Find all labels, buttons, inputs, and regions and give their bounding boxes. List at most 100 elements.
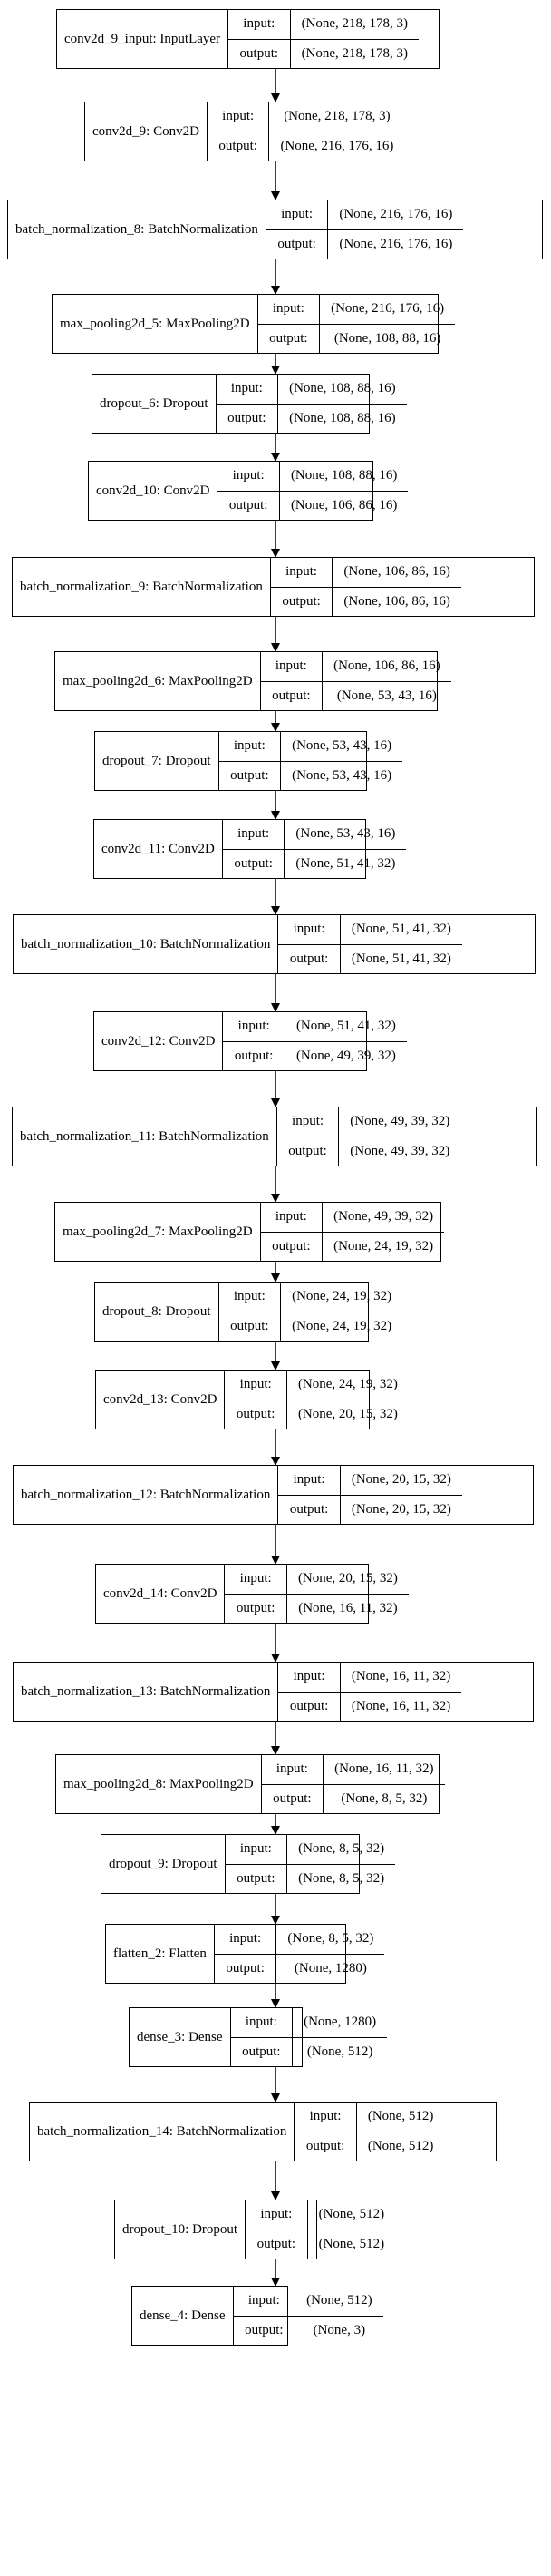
layer-input-row: input:(None, 24, 19, 32) xyxy=(225,1371,409,1400)
layer-input-row: input:(None, 8, 5, 32) xyxy=(215,1925,385,1954)
layer-output-row: output:(None, 216, 176, 16) xyxy=(266,229,464,259)
layer-input-label: input: xyxy=(258,295,321,324)
layer-input-row: input:(None, 108, 88, 16) xyxy=(218,462,408,491)
layer-output-shape: (None, 49, 39, 32) xyxy=(350,1143,450,1158)
layer-input-label: input: xyxy=(223,1012,285,1041)
layer-input-row: input:(None, 106, 86, 16) xyxy=(261,652,451,681)
layer-name: batch_normalization_9: BatchNormalizatio… xyxy=(13,558,271,616)
layer-name: conv2d_14: Conv2D xyxy=(96,1565,226,1623)
layer-input-label: input: xyxy=(225,1565,287,1594)
layer-output-shape: (None, 218, 178, 3) xyxy=(301,45,409,61)
layer-output-row: output:(None, 8, 5, 32) xyxy=(225,1863,396,1893)
layer-output-shape: (None, 51, 41, 32) xyxy=(351,951,451,966)
layer-output-label: output: xyxy=(217,404,279,433)
layer-output-label: output: xyxy=(225,1400,287,1429)
layer-output-shape: (None, 8, 5, 32) xyxy=(341,1791,428,1806)
layer-output-shape: (None, 53, 43, 16) xyxy=(292,767,392,783)
layer-ports: input:(None, 49, 39, 32)output:(None, 24… xyxy=(260,1203,445,1261)
layer-input-shape: (None, 106, 86, 16) xyxy=(334,659,440,674)
layer-ports: input:(None, 24, 19, 32)output:(None, 24… xyxy=(218,1283,403,1341)
layer-ports: input:(None, 8, 5, 32)output:(None, 1280… xyxy=(214,1925,385,1983)
layer-input-shape: (None, 512) xyxy=(306,2293,372,2308)
layer-name: max_pooling2d_6: MaxPooling2D xyxy=(55,652,261,710)
layer-input-shape: (None, 20, 15, 32) xyxy=(297,1571,398,1586)
layer-output-label: output: xyxy=(278,1495,341,1524)
layer-output-shape: (None, 3) xyxy=(313,2322,366,2337)
layer-output-row: output: (None, 3) xyxy=(233,2315,383,2345)
layer-output-row: output:(None, 512) xyxy=(295,2131,445,2161)
layer-output-row: output:(None, 53, 43, 16) xyxy=(218,760,403,790)
layer-name: batch_normalization_11: BatchNormalizati… xyxy=(13,1107,277,1166)
layer-input-row: input:(None, 106, 86, 16) xyxy=(271,558,461,587)
layer-output-row: output:(None, 51, 41, 32) xyxy=(278,943,462,973)
layer-input-row: input:(None, 51, 41, 32) xyxy=(278,915,462,944)
layer-output-row: output:(None, 216, 176, 16) xyxy=(207,131,405,161)
layer-ports: input:(None, 53, 43, 16)output:(None, 51… xyxy=(222,820,407,878)
layer-name: max_pooling2d_7: MaxPooling2D xyxy=(55,1203,261,1261)
layer-ports: input:(None, 16, 11, 32)output:(None, 16… xyxy=(278,1663,462,1721)
layer-ports: input:(None, 20, 15, 32)output:(None, 20… xyxy=(278,1466,462,1524)
layer-node: batch_normalization_12: BatchNormalizati… xyxy=(13,1465,534,1525)
layer-input-label: input: xyxy=(278,915,341,944)
layer-output-label: output: xyxy=(225,1594,287,1623)
layer-output-label: output: xyxy=(215,1954,277,1983)
layer-name: conv2d_11: Conv2D xyxy=(94,820,223,878)
layer-input-label: input: xyxy=(295,2103,357,2132)
layer-output-label: output: xyxy=(228,39,291,68)
layer-input-shape: (None, 24, 19, 32) xyxy=(292,1289,392,1304)
layer-output-row: output:(None, 1280) xyxy=(214,1953,385,1983)
layer-output-label: output: xyxy=(223,1041,285,1070)
layer-output-row: output:(None, 51, 41, 32) xyxy=(222,848,407,878)
layer-output-label: output: xyxy=(271,587,334,616)
layer-input-label: input: xyxy=(226,1835,288,1864)
layer-input-label: input: xyxy=(219,1283,282,1312)
layer-name: dropout_7: Dropout xyxy=(95,732,219,790)
layer-node: batch_normalization_13: BatchNormalizati… xyxy=(13,1662,534,1722)
layer-name: flatten_2: Flatten xyxy=(106,1925,215,1983)
layer-input-shape: (None, 216, 176, 16) xyxy=(339,207,453,222)
layer-output-row: output:(None, 49, 39, 32) xyxy=(223,1040,407,1070)
layer-name: batch_normalization_14: BatchNormalizati… xyxy=(30,2103,295,2161)
layer-input-shape: (None, 8, 5, 32) xyxy=(287,1931,374,1947)
layer-name: conv2d_9_input: InputLayer xyxy=(57,10,229,68)
layer-ports: input:(None, 16, 11, 32)output:(None, 8,… xyxy=(261,1755,445,1813)
layer-output-shape: (None, 512) xyxy=(367,2138,434,2153)
layer-input-row: input:(None, 49, 39, 32) xyxy=(277,1107,461,1137)
layer-ports: input: (None, 512) output: (None, 3) xyxy=(233,2287,383,2345)
layer-output-row: output:(None, 512) xyxy=(246,2229,396,2259)
layer-input-shape: (None, 218, 178, 3) xyxy=(301,16,409,32)
layer-output-row: output: (None, 49, 39, 32) xyxy=(276,1136,461,1166)
layer-input-label: input: xyxy=(234,2287,296,2316)
layer-input-row: input:(None, 20, 15, 32) xyxy=(278,1466,462,1495)
layer-input-row: input:(None, 108, 88, 16) xyxy=(217,375,407,404)
layer-ports: input:(None, 24, 19, 32)output:(None, 20… xyxy=(225,1371,409,1429)
layer-name: conv2d_10: Conv2D xyxy=(89,462,218,520)
layer-input-row: input:(None, 218, 178, 3) xyxy=(208,102,405,132)
layer-output-row: output:(None, 16, 11, 32) xyxy=(278,1691,462,1721)
layer-output-label: output: xyxy=(234,2316,296,2345)
layer-name: dense_4: Dense xyxy=(132,2287,234,2345)
layer-output-shape: (None, 512) xyxy=(318,2236,385,2251)
layer-input-shape: (None, 8, 5, 32) xyxy=(298,1841,385,1857)
layer-output-row: output:(None, 512) xyxy=(230,2036,388,2066)
layer-output-shape: (None, 216, 176, 16) xyxy=(280,138,394,153)
layer-input-shape: (None, 512) xyxy=(318,2207,385,2222)
layer-output-row: output:(None, 8, 5, 32) xyxy=(261,1783,445,1813)
layer-ports: input:(None, 512)output:(None, 512) xyxy=(246,2200,396,2259)
layer-ports: input:(None, 20, 15, 32)output:(None, 16… xyxy=(225,1565,409,1623)
layer-output-label: output: xyxy=(277,1137,340,1166)
layer-input-shape: (None, 53, 43, 16) xyxy=(295,826,396,842)
layer-name: batch_normalization_10: BatchNormalizati… xyxy=(14,915,279,973)
layer-output-shape: (None, 8, 5, 32) xyxy=(298,1870,385,1886)
layer-input-label: input: xyxy=(278,1466,341,1495)
layer-output-label: output: xyxy=(266,229,329,259)
layer-ports: input:(None, 49, 39, 32)output: (None, 49… xyxy=(276,1107,461,1166)
